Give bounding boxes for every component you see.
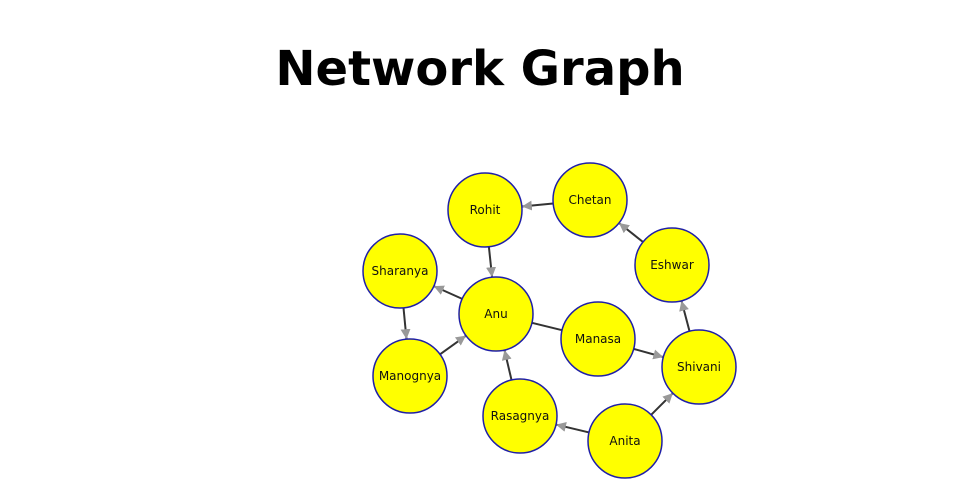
node-chetan[interactable]: Chetan	[552, 162, 628, 238]
node-circle	[458, 276, 534, 352]
edge-chetan-rohit	[521, 200, 554, 211]
edge-anita-shivani	[650, 392, 674, 416]
node-circle	[447, 172, 523, 248]
edge-rohit-anu	[486, 246, 497, 278]
node-label: Anita	[609, 434, 640, 448]
node-label: Anu	[484, 307, 507, 321]
node-label: Manasa	[575, 332, 621, 346]
node-rohit[interactable]: Rohit	[447, 172, 523, 248]
node-anita[interactable]: Anita	[587, 403, 663, 479]
node-eshwar[interactable]: Eshwar	[634, 227, 710, 303]
node-circle	[634, 227, 710, 303]
edge-shivani-eshwar	[679, 300, 691, 332]
edge-eshwar-chetan	[618, 222, 644, 243]
page-title: Network Graph	[275, 41, 685, 97]
node-label: Rohit	[470, 203, 501, 217]
edge-anu-sharanya	[433, 285, 463, 300]
node-circle	[552, 162, 628, 238]
node-label: Eshwar	[650, 258, 694, 272]
node-circle	[372, 338, 448, 414]
node-sharanya[interactable]: Sharanya	[362, 233, 438, 309]
edge-anu-manasa	[531, 321, 563, 332]
node-circle	[661, 329, 737, 405]
node-circle	[482, 378, 558, 454]
edge-sharanya-manognya	[400, 307, 411, 340]
node-manognya[interactable]: Manognya	[372, 338, 448, 414]
node-shivani[interactable]: Shivani	[661, 329, 737, 405]
node-label: Rasagnya	[491, 409, 550, 423]
edge-manognya-anu	[439, 334, 467, 356]
node-rasagnya[interactable]: Rasagnya	[482, 378, 558, 454]
node-anu[interactable]: Anu	[458, 276, 534, 352]
node-manasa[interactable]: Manasa	[560, 301, 636, 377]
node-circle	[587, 403, 663, 479]
edge-manasa-shivani	[633, 347, 664, 360]
edges-layer	[400, 200, 691, 434]
edge-rasagnya-anu	[501, 349, 513, 381]
node-label: Chetan	[568, 193, 611, 207]
node-label: Shivani	[677, 360, 721, 374]
node-circle	[560, 301, 636, 377]
edge-anita-rasagnya	[555, 422, 590, 434]
node-label: Manognya	[379, 369, 441, 383]
node-circle	[362, 233, 438, 309]
node-label: Sharanya	[372, 264, 429, 278]
